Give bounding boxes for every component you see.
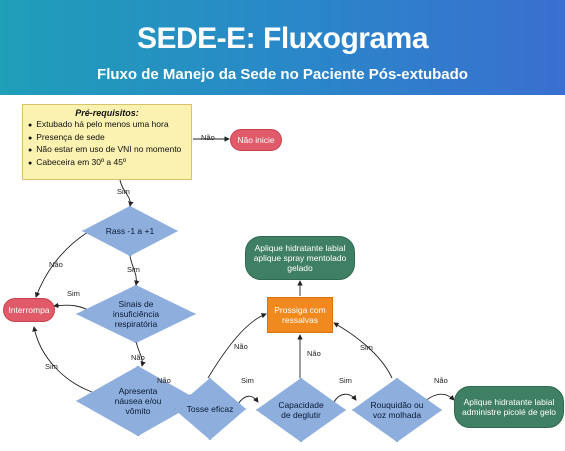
edge-label-sim: Sim (67, 289, 80, 298)
node-prossiga-line: ressalvas (282, 315, 318, 325)
decision-deglutir-line: Capacidade (278, 400, 324, 410)
decision-rouquidao: Rouquidão ou voz molhada (352, 378, 442, 442)
decision-nausea-line: Apresenta (118, 386, 158, 396)
decision-nausea-line: náusea e/ou (114, 396, 162, 406)
node-aplique-picole-line: Aplique hidratante labial (463, 397, 555, 407)
decision-sinais-line: insuficiência (112, 309, 160, 319)
node-aplique-spray-line: Aplique hidratante labial (254, 243, 346, 253)
arrow-sinais-nausea (135, 340, 146, 367)
arrow-tosse-prossiga (207, 313, 267, 379)
edge-label-nao: Não (201, 133, 215, 142)
decision-deglutir-line: de deglutir (281, 410, 321, 420)
page-title: SEDE-E: Fluxograma (136, 22, 429, 55)
header-banner: SEDE-E: Fluxograma Fluxo de Manejo da Se… (0, 0, 565, 95)
edge-label-sim: Sim (360, 343, 373, 352)
decision-sinais: Sinais de insuficiência respiratória (76, 285, 196, 343)
node-nao-inicie-label: Não inicie (237, 135, 275, 145)
prerequisites-box: Pré-requisitos: Extubado há pelo menos u… (22, 104, 192, 180)
decision-tosse-label: Tosse eficaz (186, 404, 234, 414)
decision-tosse: Tosse eficaz (174, 378, 246, 440)
prerequisite-item: Cabeceira em 30º a 45º (28, 157, 186, 170)
node-interrompa: Interrompa (3, 298, 55, 322)
edge-label-nao: Não (157, 376, 171, 385)
node-aplique-spray: Aplique hidratante labial aplique spray … (245, 236, 355, 280)
prerequisites-list: Extubado há pelo menos uma hora Presença… (28, 119, 186, 169)
edge-label-sim: Sim (241, 376, 254, 385)
decision-nausea-line: vômito (125, 406, 151, 416)
page-subtitle: Fluxo de Manejo da Sede no Paciente Pós-… (97, 66, 468, 83)
decision-sinais-line: Sinais de (118, 299, 154, 309)
arrow-prereq-rass (119, 179, 134, 207)
node-prossiga-line: Prossiga com (274, 305, 326, 315)
edge-label-sim: Sim (45, 362, 58, 371)
node-aplique-spray-line: aplique spray mentolado (253, 253, 347, 263)
arrow-rouquidao-prossiga (333, 322, 393, 379)
edge-label-nao: Não (234, 342, 248, 351)
prerequisite-item: Presença de sede (28, 132, 186, 145)
node-prossiga: Prossiga com ressalvas (267, 297, 333, 333)
decision-rouquidao-line: Rouquidão ou (370, 400, 424, 410)
node-aplique-picole-line: administre picolé de gelo (461, 407, 557, 417)
prerequisite-item: Extubado há pelo menos uma hora (28, 119, 186, 132)
decision-sinais-line: respiratória (114, 319, 158, 329)
edge-label-sim: Sim (127, 265, 140, 274)
arrow-rass-sinais (129, 255, 140, 286)
prerequisite-item: Não estar em uso de VNI no momento (28, 144, 186, 157)
edge-label-sim: Sim (117, 187, 130, 196)
node-nao-inicie: Não inicie (230, 129, 282, 151)
edge-label-nao: Não (131, 353, 145, 362)
decision-deglutir: Capacidade de deglutir (256, 378, 346, 442)
decision-rouquidao-line: voz molhada (372, 410, 422, 420)
edge-label-nao: Não (434, 376, 448, 385)
node-interrompa-label: Interrompa (8, 305, 50, 315)
node-aplique-picole: Aplique hidratante labial administre pic… (454, 386, 564, 428)
arrow-rass-interrompa (35, 231, 89, 298)
decision-rass-label: Rass -1 a +1 (105, 226, 155, 236)
edge-label-sim: Sim (339, 376, 352, 385)
node-aplique-spray-line: gelado (287, 263, 313, 273)
decision-nausea: Apresenta náusea e/ou vômito (76, 366, 200, 436)
edge-label-nao: Não (307, 349, 321, 358)
decision-rass: Rass -1 a +1 (82, 206, 178, 256)
edge-label-nao: Não (49, 260, 63, 269)
prerequisites-title: Pré-requisitos: (75, 108, 139, 118)
